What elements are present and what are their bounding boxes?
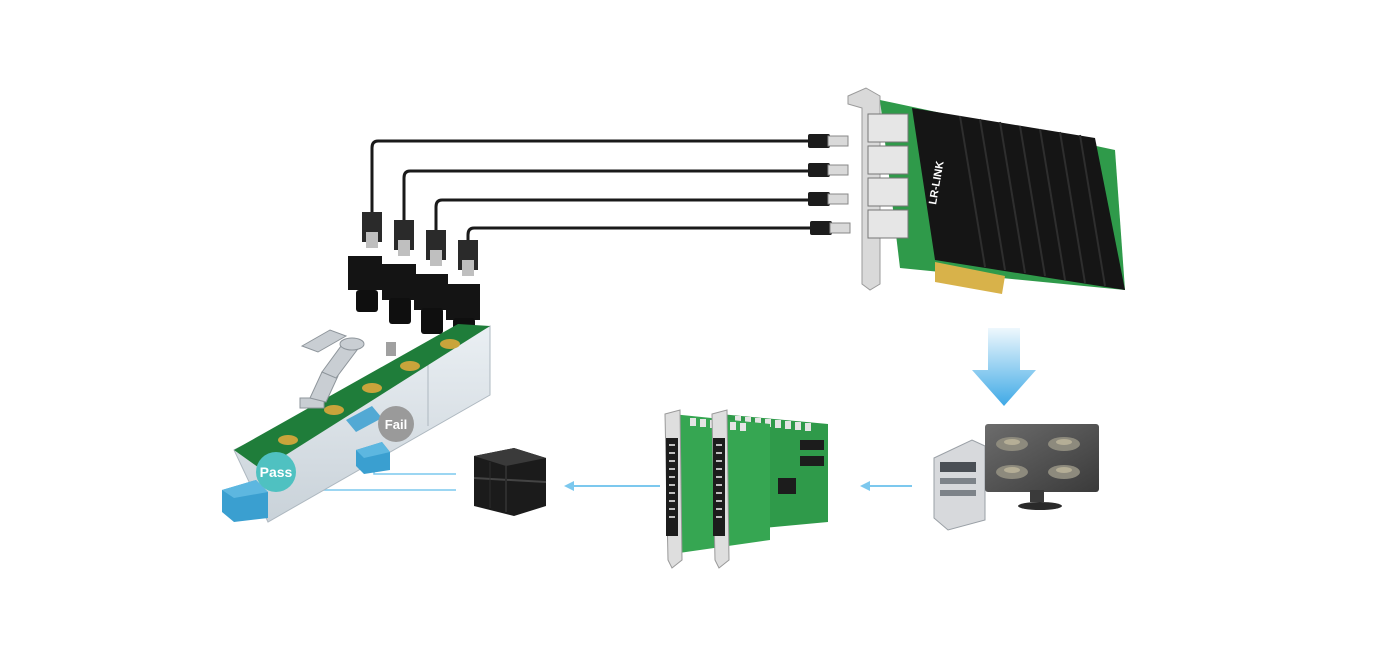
down-arrow-icon xyxy=(972,328,1036,406)
fail-label: Fail xyxy=(385,417,407,432)
rj45-plugs xyxy=(808,134,851,235)
fail-badge: Fail xyxy=(378,406,414,442)
camera-icon xyxy=(382,220,416,324)
network-card-icon: LR-LINK xyxy=(847,87,1125,294)
flow-arrows xyxy=(564,481,912,491)
io-card-icon xyxy=(664,409,828,569)
camera-icon xyxy=(414,230,448,334)
rj45-plug-2 xyxy=(808,163,849,177)
ethernet-cables xyxy=(370,139,812,246)
cable-2 xyxy=(402,169,810,226)
rj45-plug-3 xyxy=(808,192,849,206)
monitor-screen xyxy=(985,424,1099,492)
fail-bin xyxy=(356,442,390,474)
rj45-plug-1 xyxy=(808,134,849,148)
belt-products xyxy=(278,339,460,445)
plc-icon xyxy=(473,448,547,516)
rj45-plug-4 xyxy=(810,221,851,235)
camera-icon xyxy=(348,212,382,312)
cable-3 xyxy=(434,198,810,236)
pass-label: Pass xyxy=(260,464,293,480)
cable-1 xyxy=(370,139,810,218)
nic-ports xyxy=(867,113,909,239)
arrow-left-icon xyxy=(860,481,912,491)
arrow-left-icon xyxy=(564,481,660,491)
cable-4 xyxy=(466,226,812,246)
conveyor-icon xyxy=(222,324,491,523)
pass-bin xyxy=(222,480,268,522)
computer-icon xyxy=(933,424,1099,531)
pass-badge: Pass xyxy=(256,452,296,492)
industrial-cameras xyxy=(348,212,480,344)
robot-arm-icon xyxy=(299,329,365,409)
